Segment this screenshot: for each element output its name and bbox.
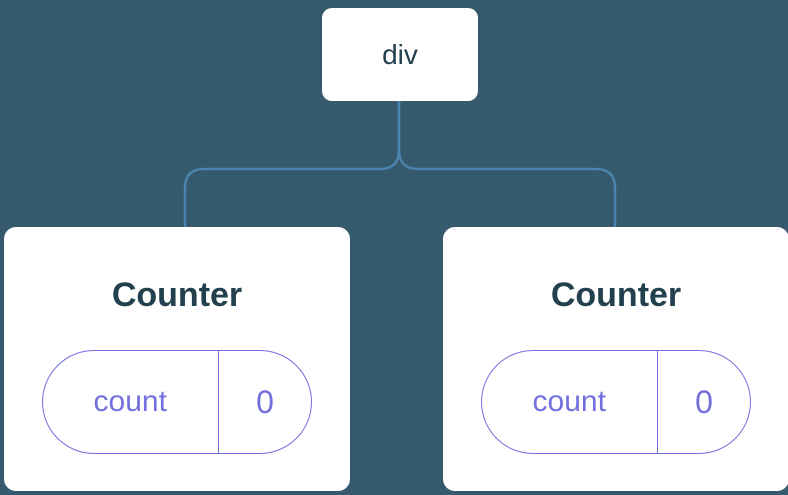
root-node-div: div (322, 8, 478, 101)
counter-card-left: Counter count 0 (4, 227, 350, 491)
pill-divider (656, 351, 658, 453)
root-node-label: div (382, 38, 418, 70)
state-value: 0 (256, 383, 274, 420)
counter-title: Counter (550, 276, 682, 314)
connector-left-branch (183, 99, 401, 230)
state-key-label: count (93, 385, 167, 418)
state-pill: count 0 (481, 350, 751, 454)
counter-card-right: Counter count 0 (443, 227, 788, 491)
connector-right-branch (397, 99, 617, 230)
state-key-label: count (532, 385, 606, 418)
state-pill: count 0 (42, 350, 312, 454)
pill-divider (217, 351, 219, 453)
state-value: 0 (695, 383, 713, 420)
counter-title: Counter (111, 276, 243, 314)
